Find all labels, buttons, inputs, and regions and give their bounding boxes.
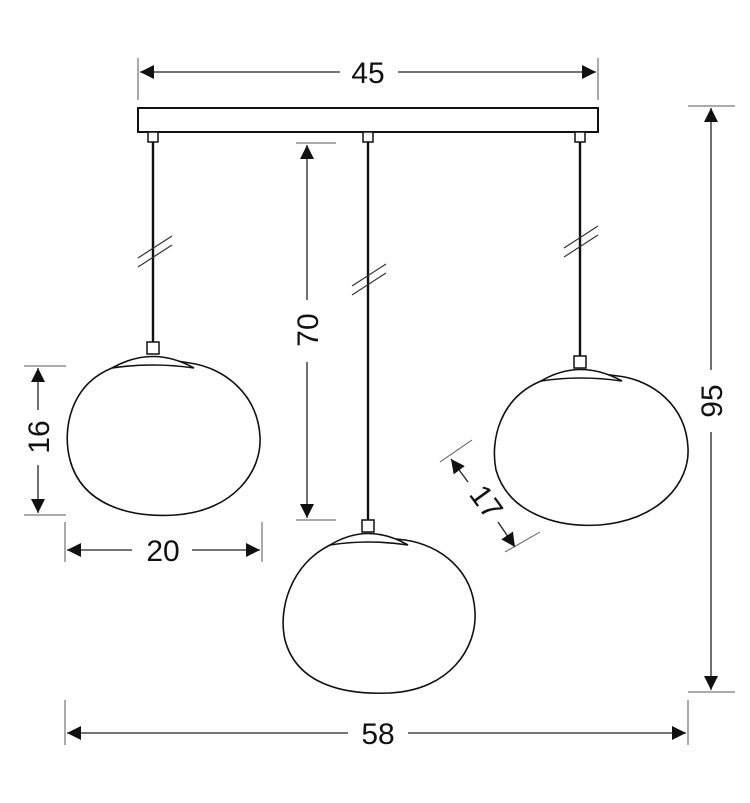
canopy-bar xyxy=(137,107,599,133)
shade-width-dimension: 20 xyxy=(64,522,263,568)
shade-width-label: 20 xyxy=(146,535,179,568)
middle-shade xyxy=(282,532,476,695)
total-height-dimension: 95 xyxy=(688,105,735,693)
total-width-label: 58 xyxy=(361,718,394,751)
total-width-dimension: 58 xyxy=(64,700,689,751)
canopy-width-dimension: 45 xyxy=(137,57,599,100)
cord-length-dimension: 70 xyxy=(292,142,336,521)
canopy-width-label: 45 xyxy=(351,57,384,90)
shade-depth-label: 17 xyxy=(463,479,509,525)
shade-height-label: 16 xyxy=(23,420,56,453)
total-height-label: 95 xyxy=(696,384,729,417)
cord-length-label: 70 xyxy=(292,313,325,346)
shade-height-dimension: 16 xyxy=(23,365,66,516)
left-shade xyxy=(66,355,261,517)
cords xyxy=(137,131,599,533)
right-shade xyxy=(493,368,689,527)
